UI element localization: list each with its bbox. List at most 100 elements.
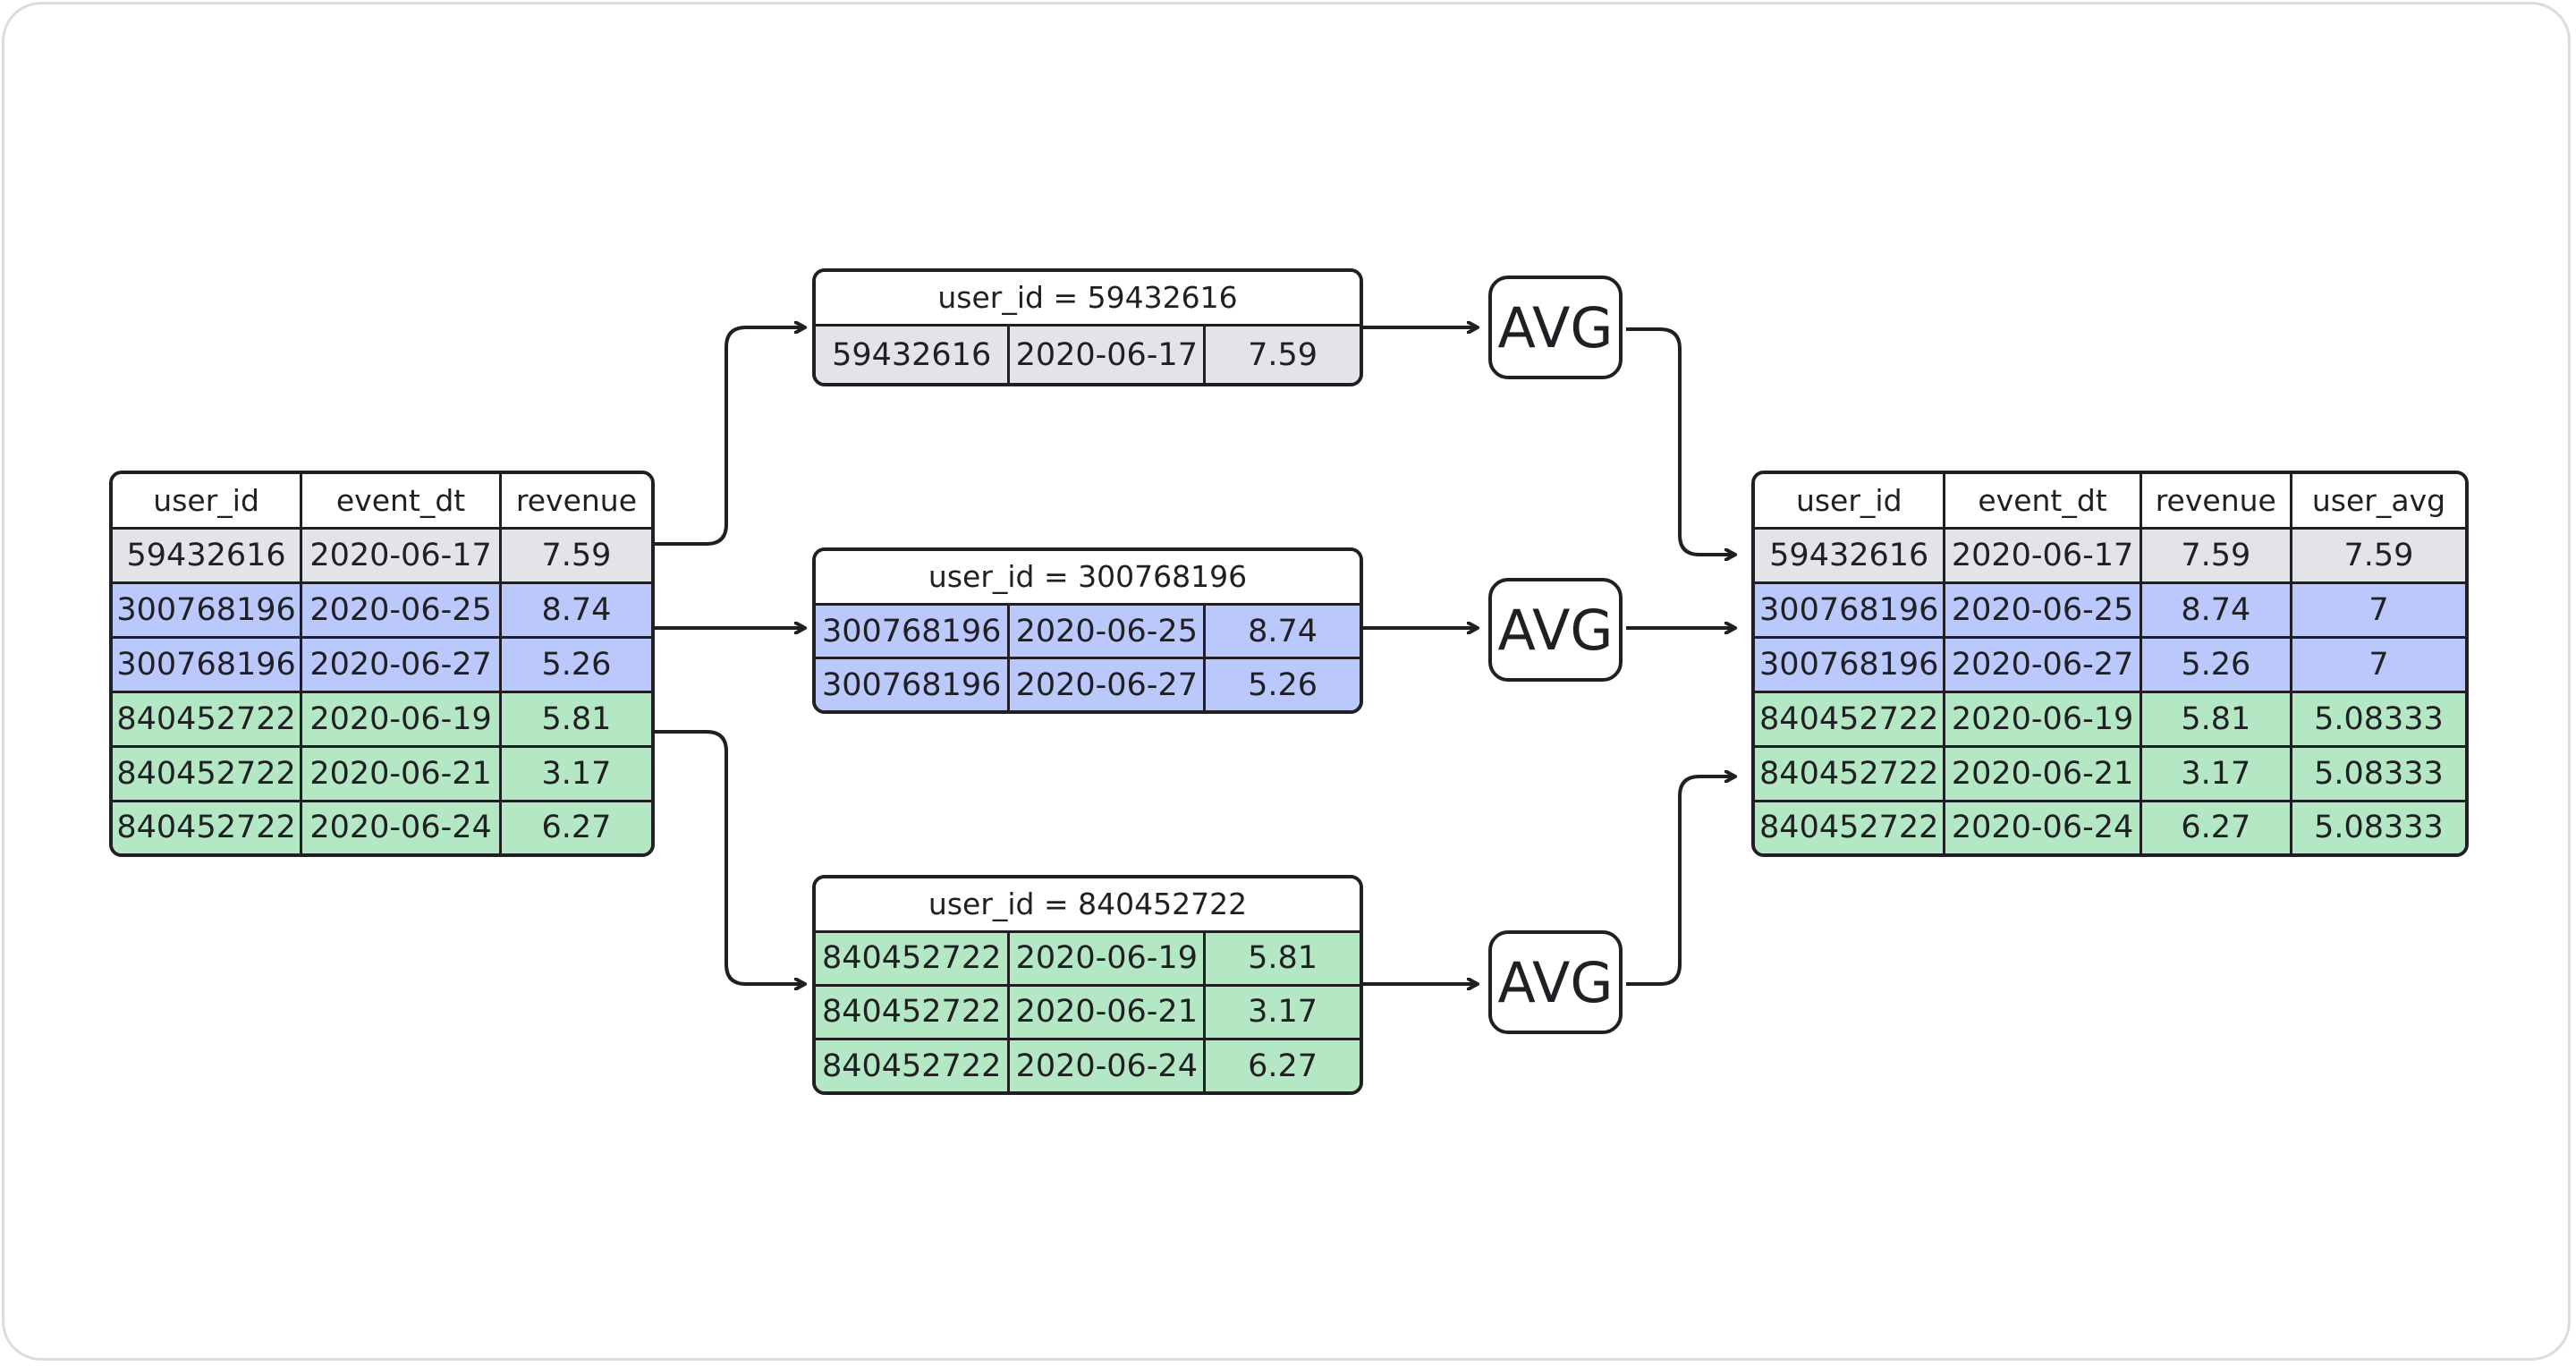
cell-user-id: 840452722 [816,933,1011,987]
cell-revenue: 5.26 [498,635,651,693]
table-row: 840452722 2020-06-21 3.17 [816,983,1360,1041]
cell-revenue: 5.26 [2139,635,2292,693]
cell-user-id: 840452722 [816,983,1011,1041]
group-table-2: user_id = 300768196 300768196 2020-06-25… [812,547,1363,714]
cell-event-dt: 2020-06-17 [1943,526,2142,584]
arrow-avg-3-to-result [1626,776,1735,986]
arrow-source-to-group-3 [653,730,805,984]
cell-user-id: 840452722 [1755,744,1946,802]
cell-event-dt: 2020-06-21 [300,744,502,802]
cell-revenue: 3.17 [498,744,651,802]
group-table-1: user_id = 59432616 59432616 2020-06-17 7… [812,268,1363,386]
cell-revenue: 6.27 [1203,1038,1360,1091]
table-row: 840452722 2020-06-19 5.81 5.08333 [1755,690,2465,748]
cell-event-dt: 2020-06-25 [1007,606,1207,659]
header-event-dt: event_dt [1943,474,2142,530]
cell-event-dt: 2020-06-27 [300,635,502,693]
table-row: 300768196 2020-06-27 5.26 [816,657,1360,710]
avg-box-1: AVG [1488,276,1623,379]
cell-user-id: 300768196 [113,581,303,639]
cell-user-id: 840452722 [113,744,303,802]
cell-revenue: 5.26 [1203,657,1360,710]
group-table-3: user_id = 840452722 840452722 2020-06-19… [812,875,1363,1095]
header-revenue: revenue [498,474,651,530]
cell-user-id: 300768196 [1755,635,1946,693]
cell-event-dt: 2020-06-24 [1007,1038,1207,1091]
cell-event-dt: 2020-06-19 [1007,933,1207,987]
table-row: 840452722 2020-06-19 5.81 [816,933,1360,987]
cell-revenue: 8.74 [2139,581,2292,639]
cell-revenue: 8.74 [498,581,651,639]
header-user-id: user_id [1755,474,1946,530]
cell-event-dt: 2020-06-21 [1943,744,2142,802]
table-row: 300768196 2020-06-25 8.74 7 [1755,581,2465,639]
table-row: 59432616 2020-06-17 7.59 [816,327,1360,383]
cell-user-avg: 5.08333 [2289,690,2465,748]
avg-box-2: AVG [1488,578,1623,682]
table-row: 59432616 2020-06-17 7.59 7.59 [1755,526,2465,584]
table-row: 840452722 2020-06-21 3.17 5.08333 [1755,744,2465,802]
cell-revenue: 5.81 [2139,690,2292,748]
table-row: 840452722 2020-06-24 6.27 [113,799,651,853]
cell-user-id: 59432616 [113,526,303,584]
cell-user-avg: 7 [2289,635,2465,693]
cell-revenue: 7.59 [2139,526,2292,584]
table-row: 59432616 2020-06-17 7.59 [113,526,651,584]
cell-user-id: 300768196 [816,657,1011,710]
table-row: 840452722 2020-06-24 6.27 5.08333 [1755,799,2465,853]
cell-user-id: 300768196 [113,635,303,693]
cell-revenue: 6.27 [498,799,651,853]
table-row: 840452722 2020-06-24 6.27 [816,1038,1360,1091]
cell-revenue: 3.17 [1203,983,1360,1041]
header-user-id: user_id [113,474,303,530]
header-revenue: revenue [2139,474,2292,530]
cell-event-dt: 2020-06-24 [300,799,502,853]
arrow-avg-1-to-result [1626,327,1735,555]
cell-event-dt: 2020-06-24 [1943,799,2142,853]
table-row: 300768196 2020-06-25 8.74 [816,606,1360,659]
cell-user-avg: 7.59 [2289,526,2465,584]
cell-user-id: 840452722 [1755,799,1946,853]
source-table: user_id event_dt revenue 59432616 2020-0… [109,471,655,857]
cell-user-id: 300768196 [1755,581,1946,639]
cell-event-dt: 2020-06-19 [1943,690,2142,748]
cell-event-dt: 2020-06-27 [1943,635,2142,693]
cell-user-id: 840452722 [113,690,303,748]
cell-revenue: 6.27 [2139,799,2292,853]
cell-event-dt: 2020-06-21 [1007,983,1207,1041]
cell-user-id: 300768196 [816,606,1011,659]
table-row: 840452722 2020-06-19 5.81 [113,690,651,748]
result-table: user_id event_dt revenue user_avg 594326… [1751,471,2469,857]
cell-event-dt: 2020-06-27 [1007,657,1207,710]
cell-revenue: 5.81 [1203,933,1360,987]
group-caption: user_id = 300768196 [816,551,1360,606]
cell-revenue: 5.81 [498,690,651,748]
arrow-source-to-group-1 [653,327,805,546]
cell-event-dt: 2020-06-17 [1007,327,1207,383]
cell-event-dt: 2020-06-19 [300,690,502,748]
cell-event-dt: 2020-06-17 [300,526,502,584]
cell-revenue: 7.59 [1203,327,1360,383]
header-user-avg: user_avg [2289,474,2465,530]
table-row: 840452722 2020-06-21 3.17 [113,744,651,802]
cell-user-avg: 7 [2289,581,2465,639]
avg-box-3: AVG [1488,930,1623,1034]
table-row: 300768196 2020-06-27 5.26 [113,635,651,693]
cell-user-avg: 5.08333 [2289,799,2465,853]
group-caption: user_id = 840452722 [816,878,1360,933]
table-row: 300768196 2020-06-25 8.74 [113,581,651,639]
group-caption: user_id = 59432616 [816,272,1360,327]
header-event-dt: event_dt [300,474,502,530]
table-row: 300768196 2020-06-27 5.26 7 [1755,635,2465,693]
cell-user-avg: 5.08333 [2289,744,2465,802]
cell-user-id: 59432616 [1755,526,1946,584]
cell-user-id: 840452722 [1755,690,1946,748]
cell-event-dt: 2020-06-25 [300,581,502,639]
cell-revenue: 3.17 [2139,744,2292,802]
cell-user-id: 840452722 [816,1038,1011,1091]
cell-user-id: 59432616 [816,327,1011,383]
cell-revenue: 8.74 [1203,606,1360,659]
